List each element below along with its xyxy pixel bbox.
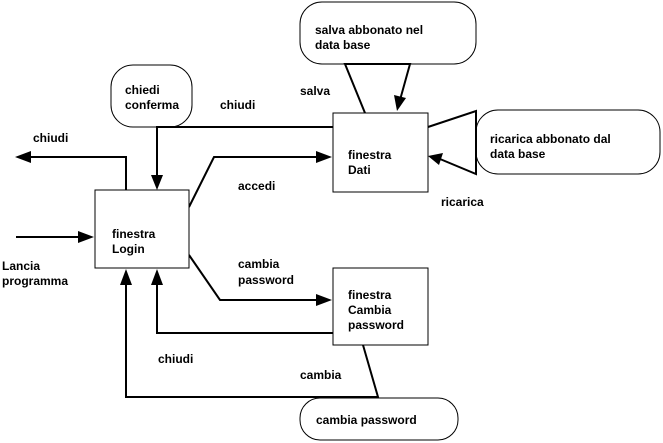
action-salva-db-line1: salva abbonato nel (315, 23, 423, 37)
arrow-ricarica-loop (427, 109, 477, 176)
arrow-chiudi-dati (156, 126, 333, 180)
transition-labels: salva ricarica chiudi chiudi accedi camb… (2, 84, 484, 382)
label-accedi: accedi (238, 179, 275, 193)
arrow-chiudi-cambia (156, 282, 333, 334)
state-cambia-password-line2: Cambia (348, 303, 392, 317)
arrowhead-cambia (120, 269, 132, 285)
arrow-cambia (125, 283, 380, 398)
state-login-line2: Login (112, 242, 145, 256)
label-cambia-password-line1: cambia (238, 257, 280, 271)
arrowhead-lancia-programma (78, 231, 94, 243)
label-ricarica: ricarica (441, 195, 484, 209)
arrow-cambia-password (188, 254, 320, 301)
state-login-line1: finestra (112, 227, 156, 241)
arrow-accedi (188, 156, 320, 208)
state-dati-shape (332, 112, 429, 193)
action-chiedi-conferma-line1: chiedi (125, 83, 160, 97)
action-chiedi-conferma-line2: conferma (125, 98, 179, 112)
state-dati-line2: Dati (348, 163, 371, 177)
state-cambia-password-line3: password (348, 318, 404, 332)
state-dati: finestra Dati (332, 112, 429, 193)
label-cambia: cambia (300, 368, 342, 382)
arrowhead-chiudi-exit (15, 151, 31, 163)
action-ricarica-db-line2: data base (490, 147, 546, 161)
connectors (15, 63, 477, 398)
label-salva: salva (300, 84, 330, 98)
action-chiedi-conferma-shape (110, 64, 193, 128)
label-chiudi-login: chiudi (33, 131, 68, 145)
action-ricarica-db: ricarica abbonato dal data base (475, 109, 661, 175)
state-login: finestra Login (94, 189, 190, 269)
label-chiudi-dati: chiudi (220, 98, 255, 112)
state-login-shape (94, 189, 190, 269)
action-cambia-password-line1: cambia password (316, 413, 417, 427)
arrowhead-chiudi-cambia (151, 269, 163, 285)
state-dati-line1: finestra (348, 148, 392, 162)
label-cambia-password-line2: password (238, 273, 294, 287)
arrowhead-salva-loop (394, 95, 406, 111)
action-ricarica-db-line1: ricarica abbonato dal (490, 132, 611, 146)
action-salva-db: salva abbonato nel data base (299, 1, 477, 65)
label-lancia-programma-line1: Lancia (2, 259, 40, 273)
label-lancia-programma-line2: programma (2, 274, 68, 288)
arrowhead-chiudi-dati (151, 175, 163, 190)
action-chiedi-conferma: chiedi conferma (110, 64, 193, 128)
arrow-chiudi-exit (26, 156, 127, 190)
arrowhead-ricarica-loop (428, 153, 443, 165)
action-salva-db-line2: data base (315, 38, 371, 52)
state-cambia-password-shape (332, 267, 429, 346)
arrow-salva-loop (343, 63, 412, 114)
label-chiudi-cambia: chiudi (158, 352, 193, 366)
state-cambia-password-line1: finestra (348, 288, 392, 302)
action-cambia-password: cambia password (299, 397, 459, 441)
arrowhead-accedi (316, 151, 332, 163)
state-cambia-password: finestra Cambia password (332, 267, 429, 346)
arrowhead-cambia-password (316, 294, 332, 306)
